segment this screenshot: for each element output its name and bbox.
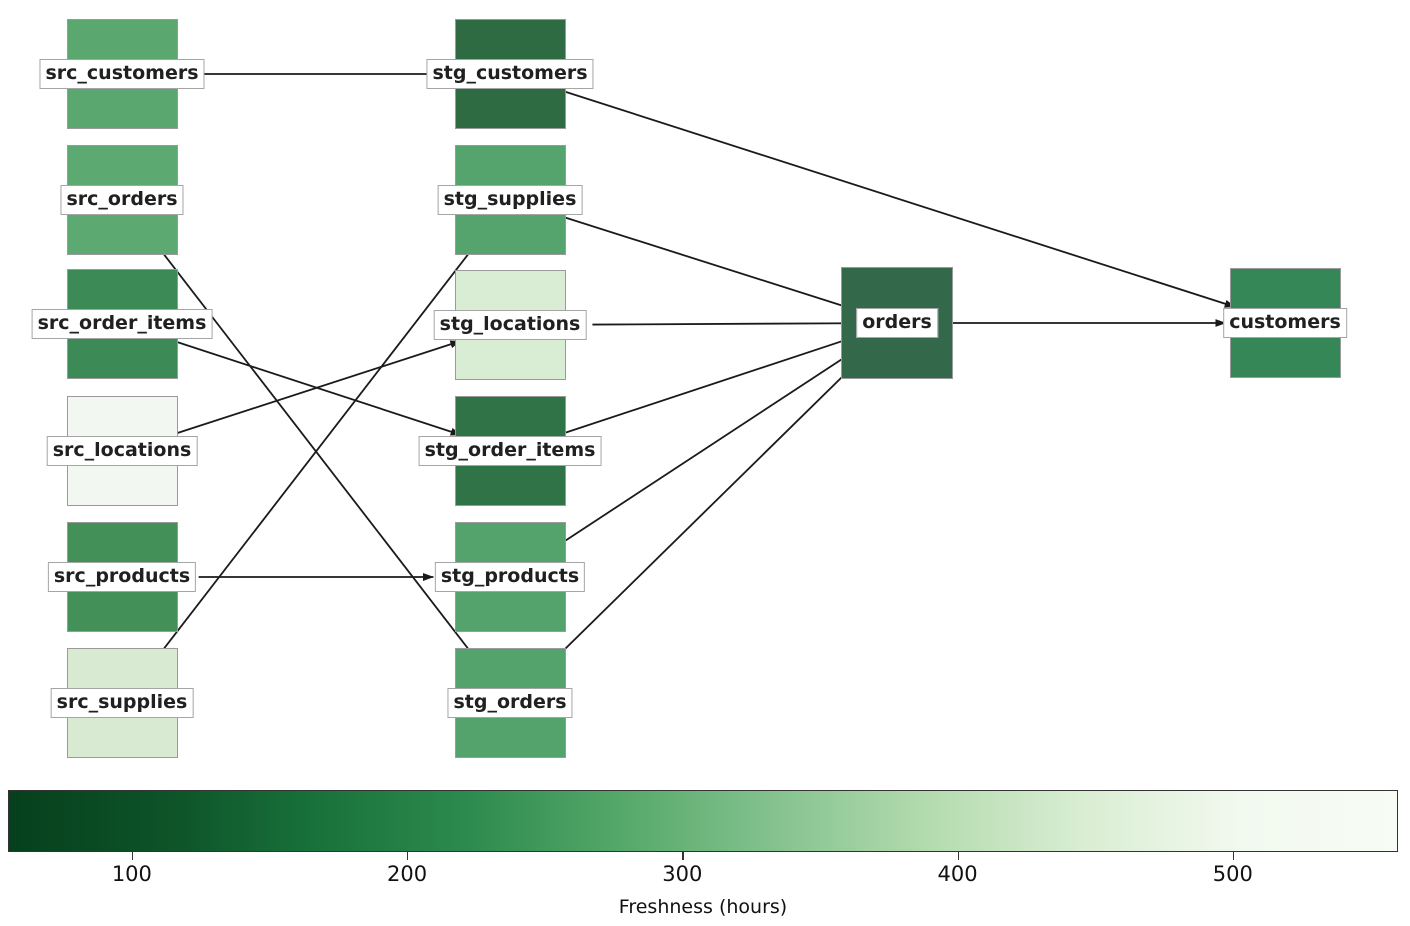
- node-label-src_orders: src_orders: [60, 185, 184, 215]
- freshness-colorbar: [8, 790, 1398, 852]
- node-label-stg_supplies: stg_supplies: [437, 185, 583, 215]
- colorbar-tick: [682, 852, 684, 860]
- node-label-src_customers: src_customers: [39, 59, 205, 89]
- node-label-stg_order_items: stg_order_items: [418, 436, 602, 466]
- edge-layer: [133, 73, 1236, 688]
- edge-stg_order_items-to-orders: [558, 335, 856, 436]
- colorbar-tick-label: 300: [662, 862, 703, 886]
- colorbar-tick-label: 200: [387, 862, 428, 886]
- node-label-orders: orders: [856, 308, 938, 338]
- edge-src_order_items-to-stg_order_items: [170, 339, 462, 436]
- node-label-src_order_items: src_order_items: [31, 309, 213, 339]
- node-label-src_products: src_products: [47, 562, 197, 592]
- node-label-src_supplies: src_supplies: [50, 688, 194, 718]
- colorbar-tick-label: 500: [1212, 862, 1253, 886]
- colorbar-tick: [957, 852, 959, 860]
- node-label-customers: customers: [1223, 308, 1347, 338]
- colorbar-region: 100 200 300 400 500 Freshness (hours): [0, 784, 1410, 926]
- colorbar-tick: [407, 852, 409, 860]
- edge-src_locations-to-stg_locations: [170, 340, 462, 436]
- colorbar-tick-label: 400: [937, 862, 978, 886]
- colorbar-tick-label: 100: [111, 862, 152, 886]
- node-label-stg_products: stg_products: [434, 562, 586, 592]
- edge-stg_orders-to-orders: [525, 338, 882, 688]
- node-label-stg_orders: stg_orders: [447, 688, 573, 718]
- node-label-stg_customers: stg_customers: [426, 59, 594, 89]
- edge-stg_supplies-to-orders: [560, 215, 856, 311]
- edge-stg_locations-to-orders: [592, 319, 856, 328]
- colorbar-tick: [1232, 852, 1235, 860]
- colorbar-tick: [131, 852, 134, 860]
- node-label-src_locations: src_locations: [46, 436, 198, 466]
- colorbar-axis-label: Freshness (hours): [618, 896, 788, 918]
- node-label-stg_locations: stg_locations: [433, 310, 587, 340]
